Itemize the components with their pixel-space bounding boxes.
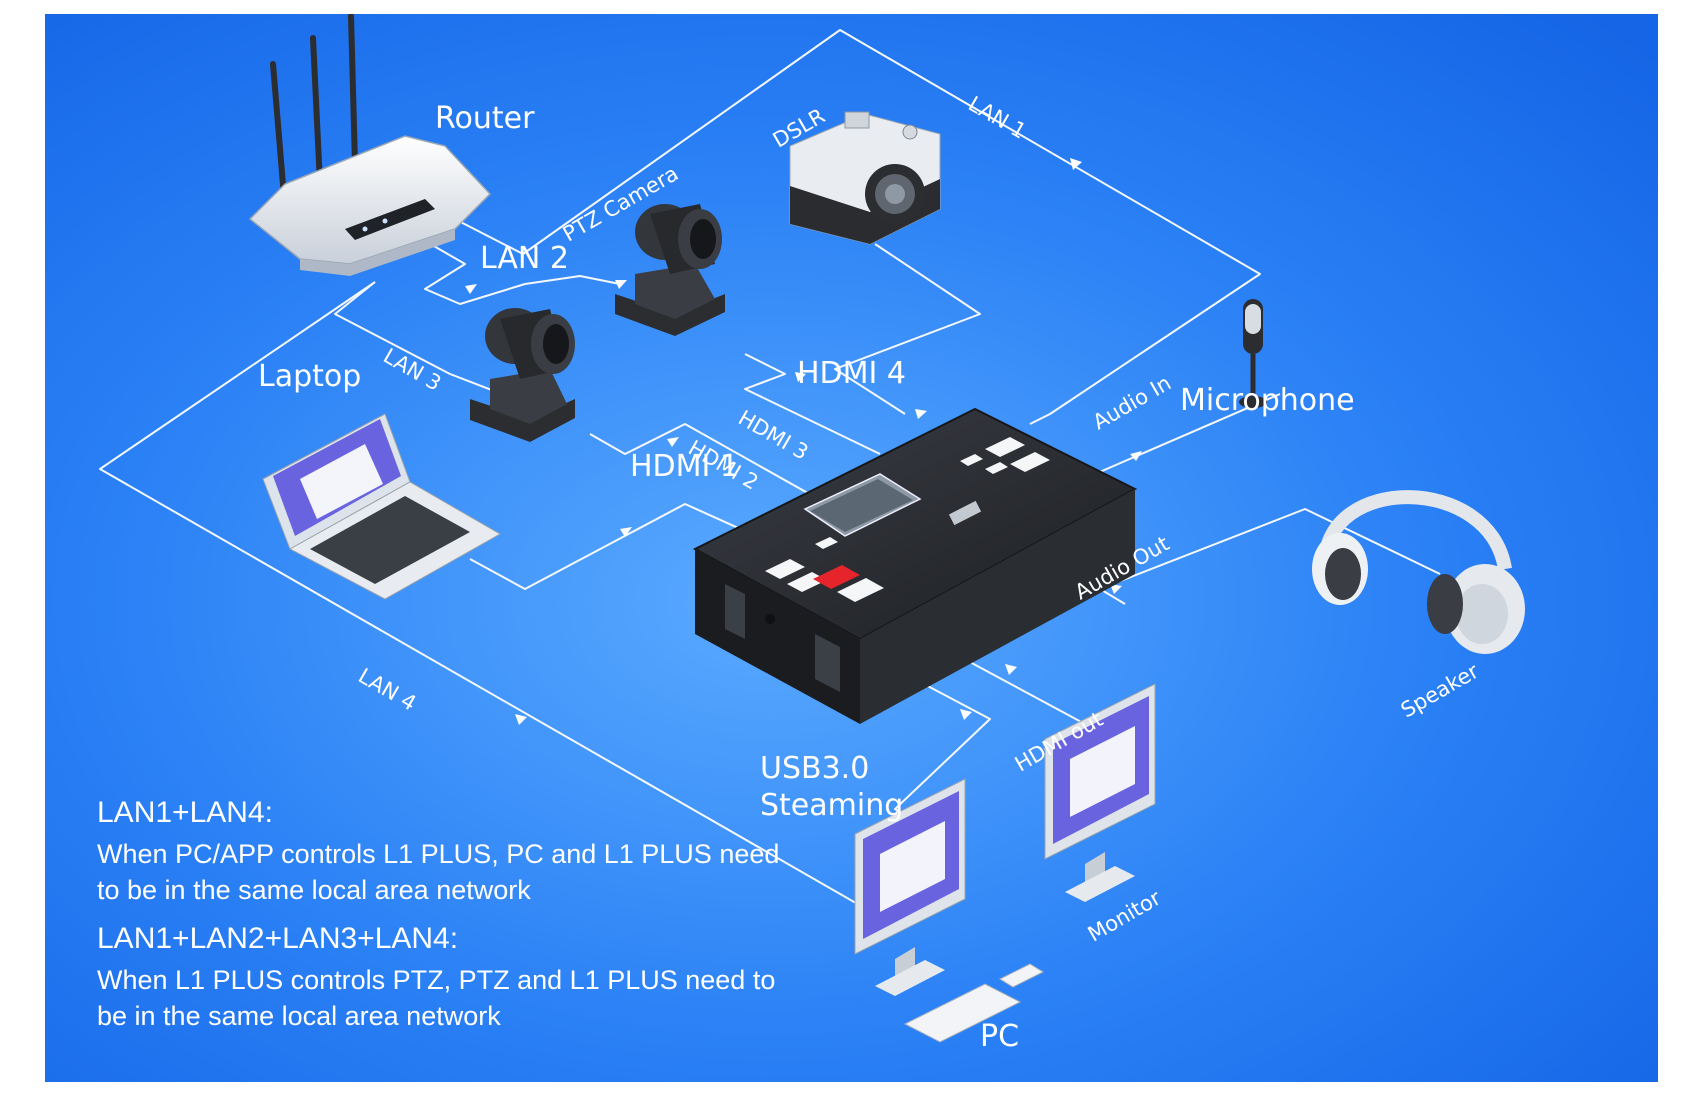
hdmi4-label: HDMI 4 — [797, 356, 907, 391]
notes-block: LAN1+LAN4: When PC/APP controls L1 PLUS,… — [97, 796, 797, 1048]
lan2-line — [419, 237, 621, 305]
note-title: LAN1+LAN4: — [97, 796, 273, 829]
laptop-label: Laptop — [258, 359, 362, 394]
microphone-label: Microphone — [1180, 383, 1355, 418]
diagram-panel: Router DSLR PTZ Camera LAN 1 LAN 2 LAN 3… — [45, 14, 1658, 1082]
headphones-icon — [1312, 490, 1525, 654]
note-body: When L1 PLUS controls PTZ, PTZ and L1 PL… — [97, 965, 776, 1031]
pc-label: PC — [980, 1019, 1020, 1054]
connection-diagram — [45, 14, 1658, 1082]
usb-label-line2: Steaming — [760, 788, 904, 823]
ptz-camera-icon — [470, 308, 575, 442]
laptop-hdmi1-line — [469, 503, 786, 590]
pc-icon — [854, 778, 1045, 1043]
note-body: When PC/APP controls L1 PLUS, PC and L1 … — [97, 839, 780, 905]
note-title: LAN1+LAN2+LAN3+LAN4: — [97, 922, 459, 955]
lan3-line — [334, 281, 516, 400]
dslr-camera-icon — [789, 111, 941, 245]
lan2-label: LAN 2 — [480, 241, 569, 276]
hdmi1-label: HDMI 1 — [630, 449, 740, 484]
lan1-line — [444, 29, 1261, 425]
laptop-icon — [262, 413, 502, 600]
usb-label-line1: USB3.0 — [760, 751, 870, 786]
flow-arrows — [465, 158, 1142, 725]
dslr-hdmi4-line — [834, 243, 981, 415]
router-label: Router — [435, 101, 535, 136]
ptz-hdmi2-line — [589, 423, 846, 515]
audio-out-line — [1099, 508, 1441, 605]
monitor-icon — [1044, 683, 1156, 902]
microphone-icon — [1239, 299, 1267, 408]
ptz-hdmi3-line — [744, 353, 881, 455]
ptz-camera-icon — [615, 204, 725, 336]
router-icon — [248, 14, 492, 276]
video-switcher-icon — [692, 407, 1138, 724]
